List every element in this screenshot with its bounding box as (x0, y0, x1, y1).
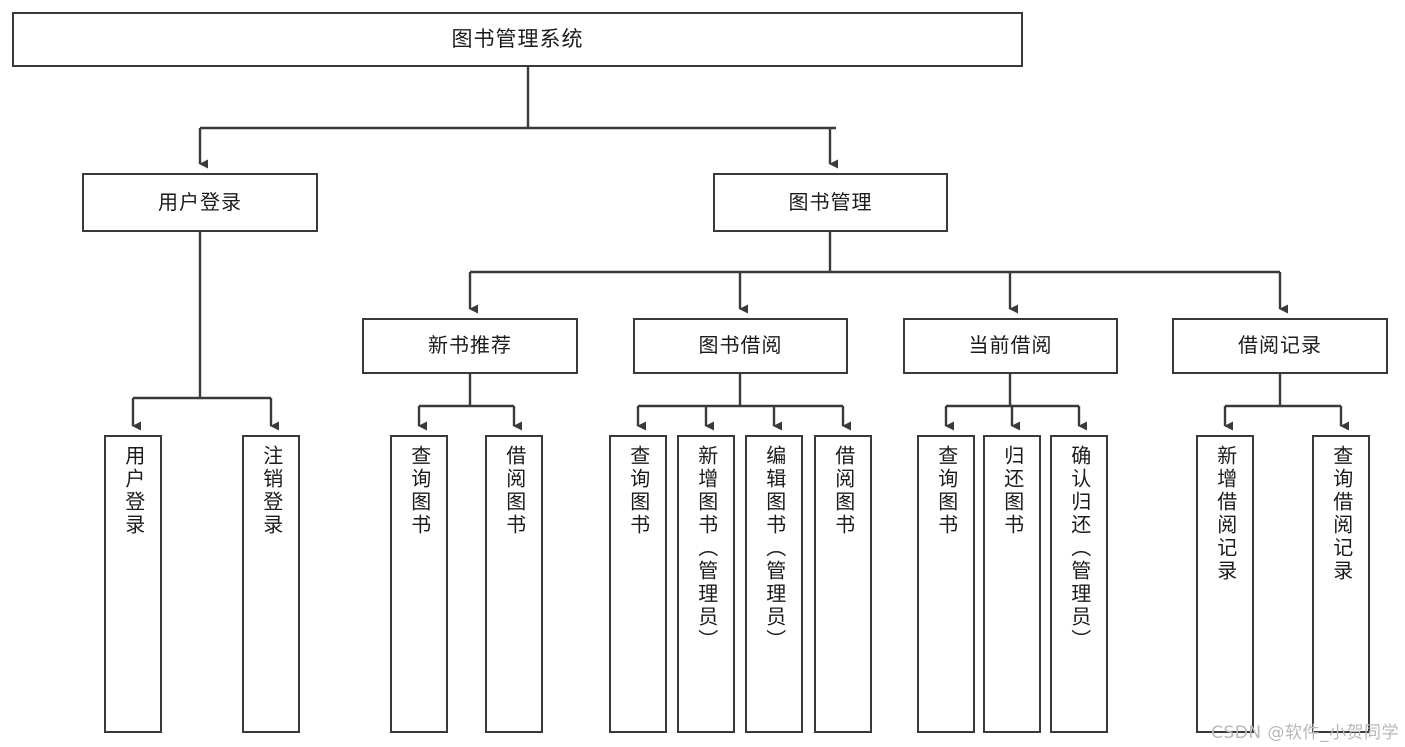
leaf-user-login[interactable]: 用户登录 (104, 435, 162, 733)
leaf-borrow-book[interactable]: 借阅图书 (814, 435, 872, 733)
node-label: 图书管理系统 (451, 27, 584, 52)
leaf-query-book-borrow[interactable]: 查询图书 (609, 435, 667, 733)
node-label: 编辑图书（管理员） (762, 445, 787, 652)
node-label: 查询图书 (934, 445, 959, 537)
node-label: 借阅图书 (831, 445, 856, 537)
node-label: 图书借阅 (698, 333, 783, 358)
leaf-query-book-current[interactable]: 查询图书 (917, 435, 975, 733)
node-label: 查询图书 (626, 445, 651, 537)
leaf-edit-book-admin[interactable]: 编辑图书（管理员） (745, 435, 803, 733)
leaf-add-borrow-record[interactable]: 新增借阅记录 (1196, 435, 1254, 733)
node-label: 查询借阅记录 (1329, 445, 1354, 583)
node-root-system[interactable]: 图书管理系统 (12, 12, 1023, 67)
node-label: 新增图书（管理员） (694, 445, 719, 652)
leaf-query-book-recommend[interactable]: 查询图书 (390, 435, 448, 733)
node-label: 新增借阅记录 (1213, 445, 1238, 583)
node-label: 用户登录 (121, 445, 146, 537)
node-label: 当前借阅 (968, 333, 1053, 358)
leaf-confirm-return-admin[interactable]: 确认归还（管理员） (1050, 435, 1108, 733)
node-label: 图书管理 (788, 189, 873, 214)
csdn-watermark: CSDN @软件_小贺同学 (1211, 723, 1399, 743)
node-label: 借阅记录 (1238, 333, 1322, 358)
leaf-logout[interactable]: 注销登录 (242, 435, 300, 733)
node-label: 新书推荐 (428, 333, 512, 358)
node-new-book-recommend[interactable]: 新书推荐 (362, 318, 578, 374)
node-current-borrow[interactable]: 当前借阅 (903, 318, 1118, 374)
node-label: 注销登录 (259, 445, 284, 537)
leaf-borrow-book-recommend[interactable]: 借阅图书 (485, 435, 543, 733)
node-label: 用户登录 (158, 189, 242, 214)
node-label: 确认归还（管理员） (1067, 445, 1092, 652)
node-label: 归还图书 (1000, 445, 1025, 537)
leaf-return-book[interactable]: 归还图书 (983, 435, 1041, 733)
node-user-login[interactable]: 用户登录 (82, 173, 318, 232)
node-book-borrow[interactable]: 图书借阅 (633, 318, 848, 374)
node-label: 借阅图书 (502, 445, 527, 537)
node-borrow-record[interactable]: 借阅记录 (1172, 318, 1388, 374)
node-book-management[interactable]: 图书管理 (713, 173, 948, 232)
leaf-add-book-admin[interactable]: 新增图书（管理员） (677, 435, 735, 733)
node-label: 查询图书 (407, 445, 432, 537)
leaf-query-borrow-record[interactable]: 查询借阅记录 (1312, 435, 1370, 733)
